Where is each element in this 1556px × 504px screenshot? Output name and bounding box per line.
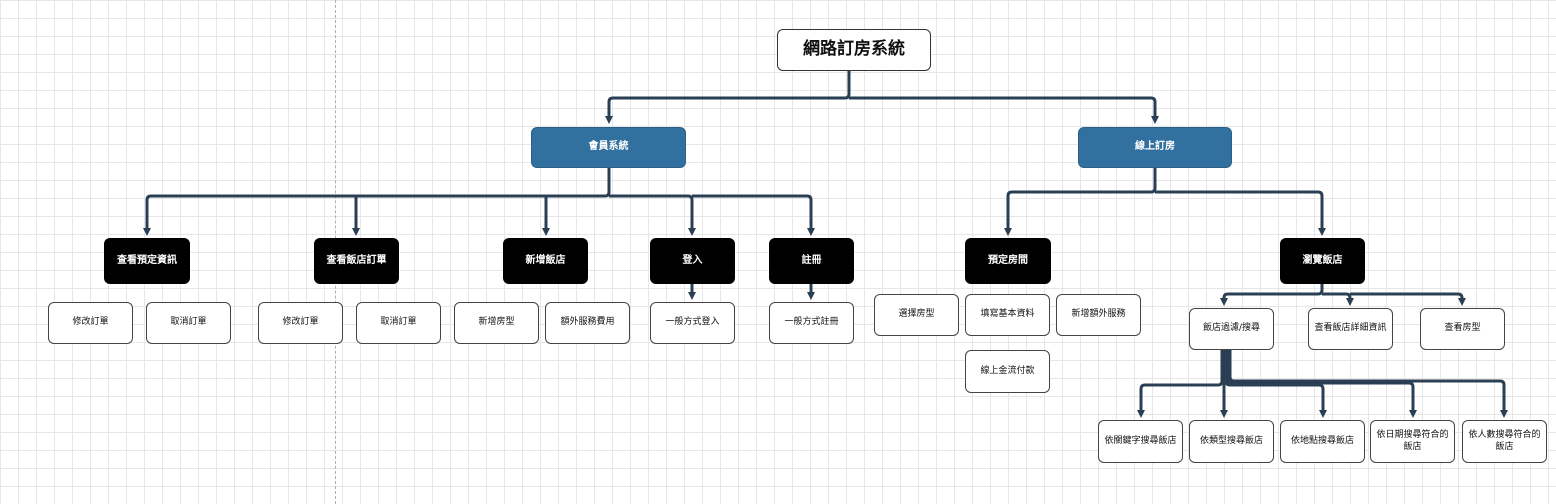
login-node[interactable]: 登入 <box>650 238 735 284</box>
edge-filter-keyword <box>1137 350 1224 418</box>
edge-member-register <box>692 194 815 236</box>
browse-hotels-node[interactable]: 瀏覽飯店 <box>1280 238 1365 284</box>
edge-booking-browse <box>1155 190 1326 236</box>
edge-booking-reserve <box>1004 168 1157 236</box>
extra-service-fee[interactable]: 額外服務費用 <box>545 302 630 344</box>
booking-system-node[interactable]: 線上訂房 <box>1078 127 1232 168</box>
view-room-types[interactable]: 查看房型 <box>1420 308 1505 350</box>
edge-member-view-booking <box>143 168 611 236</box>
edge-filter-date <box>1226 350 1417 418</box>
standard-login[interactable]: 一般方式登入 <box>650 302 735 344</box>
edge-filter-people <box>1228 350 1508 418</box>
add-room-type[interactable]: 新增房型 <box>454 302 539 344</box>
search-by-keyword[interactable]: 依關鍵字搜尋飯店 <box>1098 420 1183 463</box>
hotel-filter-search-node[interactable]: 飯店過濾/搜尋 <box>1189 308 1274 350</box>
view-booking-edit-order[interactable]: 修改訂單 <box>48 302 133 344</box>
edge-root-member <box>605 71 851 124</box>
view-hotel-orders-node[interactable]: 查看飯店訂單 <box>314 238 399 284</box>
add-extra-service[interactable]: 新增額外服務 <box>1056 294 1141 336</box>
standard-register[interactable]: 一般方式註冊 <box>769 302 854 344</box>
search-by-type[interactable]: 依類型搜尋飯店 <box>1189 420 1274 463</box>
edge-member-login <box>609 194 696 236</box>
search-by-date[interactable]: 依日期搜尋符合的飯店 <box>1370 420 1455 463</box>
register-node[interactable]: 註冊 <box>769 238 854 284</box>
edge-browse-rooms <box>1350 292 1466 306</box>
search-by-location[interactable]: 依地點搜尋飯店 <box>1280 420 1365 463</box>
edge-filter-location <box>1224 350 1327 418</box>
view-booking-cancel-order[interactable]: 取消訂單 <box>146 302 231 344</box>
search-by-guests[interactable]: 依人數搜尋符合的飯店 <box>1462 420 1547 463</box>
view-booking-node[interactable]: 查看預定資訊 <box>104 238 190 284</box>
reserve-room-node[interactable]: 預定房間 <box>965 238 1051 284</box>
view-hotel-details[interactable]: 查看飯店詳細資訊 <box>1308 308 1393 350</box>
edge-root-booking <box>849 96 1159 124</box>
hotel-orders-cancel-order[interactable]: 取消訂單 <box>356 302 441 344</box>
add-hotel-node[interactable]: 新增飯店 <box>503 238 588 284</box>
member-system-node[interactable]: 會員系統 <box>531 127 686 168</box>
root-node[interactable]: 網路訂房系統 <box>777 29 931 71</box>
hotel-orders-edit-order[interactable]: 修改訂單 <box>258 302 343 344</box>
edge-browse-details <box>1322 292 1354 306</box>
select-room-type[interactable]: 選擇房型 <box>874 294 959 336</box>
online-payment[interactable]: 線上金流付款 <box>965 350 1050 393</box>
edge-browse-filter <box>1220 284 1324 306</box>
fill-basic-info[interactable]: 填寫基本資料 <box>965 294 1050 336</box>
